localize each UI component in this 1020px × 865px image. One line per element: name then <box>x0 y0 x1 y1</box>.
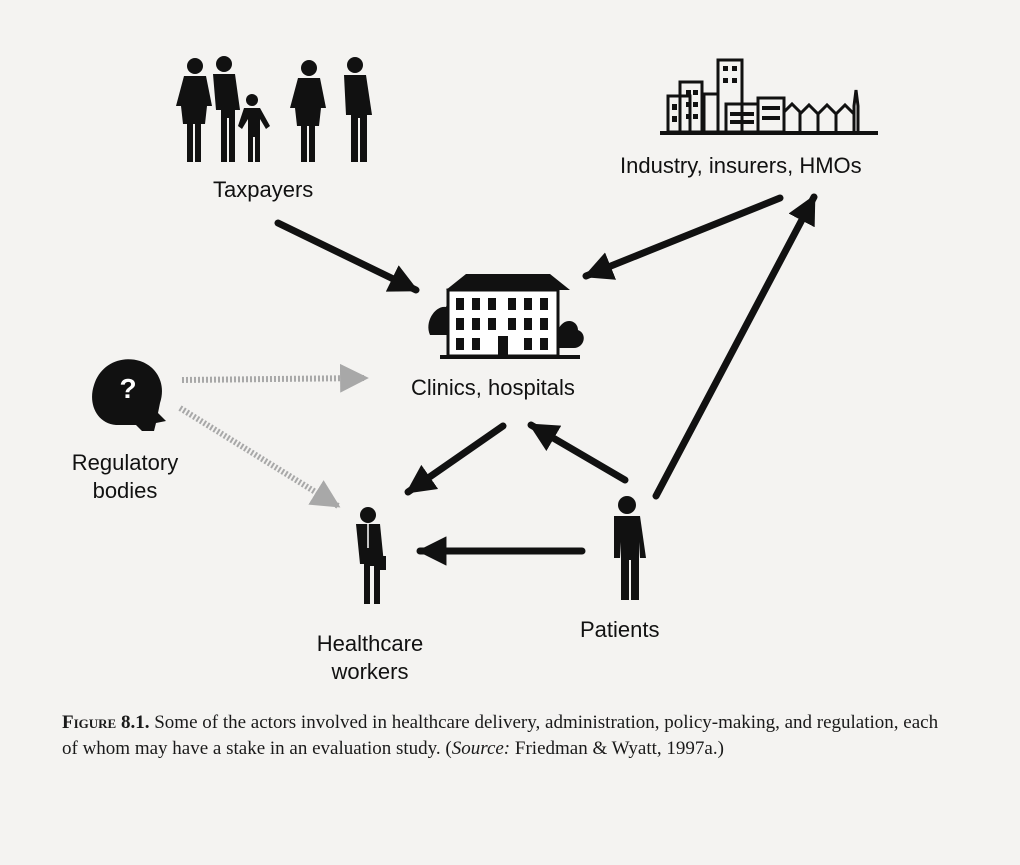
caption-figure-label: Figure <box>62 712 117 733</box>
node-label-clinics: Clinics, hospitals <box>411 375 575 400</box>
arrow-regulatory-to-clinics <box>181 363 369 393</box>
caption-source-label: Source: <box>451 738 511 759</box>
city-skyline-icon <box>660 58 878 135</box>
head-question-icon: ? <box>92 359 166 431</box>
node-label-taxpayers: Taxpayers <box>213 177 314 202</box>
skyline-windows-icon <box>672 66 780 124</box>
node-label-industry: Industry, insurers, HMOs <box>620 153 862 178</box>
hospital-building-icon <box>428 274 584 359</box>
person-icon <box>614 496 646 600</box>
node-label-healthcare-line2: workers <box>331 658 409 684</box>
caption-source-text: Friedman & Wyatt, 1997a.) <box>510 738 724 759</box>
node-label-regulatory-line1: Regulatory <box>71 450 179 475</box>
arrow-industry-to-clinics <box>582 194 784 280</box>
arrow-patients-to-clinics <box>527 421 629 484</box>
arrow-regulatory-to-healthcare <box>178 405 341 509</box>
node-label-healthcare-line1: Healthcare <box>316 631 424 656</box>
svg-text:?: ? <box>119 373 136 404</box>
node-label-regulatory-line2: bodies <box>92 477 158 503</box>
businessman-icon <box>356 507 386 604</box>
arrow-taxpayers-to-clinics <box>274 219 420 294</box>
caption-text: Some of the actors involved in healthcar… <box>62 712 939 759</box>
figure-caption: Figure 8.1. Some of the actors involved … <box>62 710 942 762</box>
caption-figure-number: 8.1. <box>120 712 150 733</box>
node-label-regulatory: Regulatory bodies <box>50 449 200 504</box>
arrow-patients-to-industry <box>652 193 818 500</box>
node-label-healthcare: Healthcare workers <box>295 630 445 685</box>
arrow-clinics-to-healthcare <box>404 422 507 496</box>
node-label-patients: Patients <box>580 617 660 642</box>
family-group-icon <box>176 56 372 162</box>
